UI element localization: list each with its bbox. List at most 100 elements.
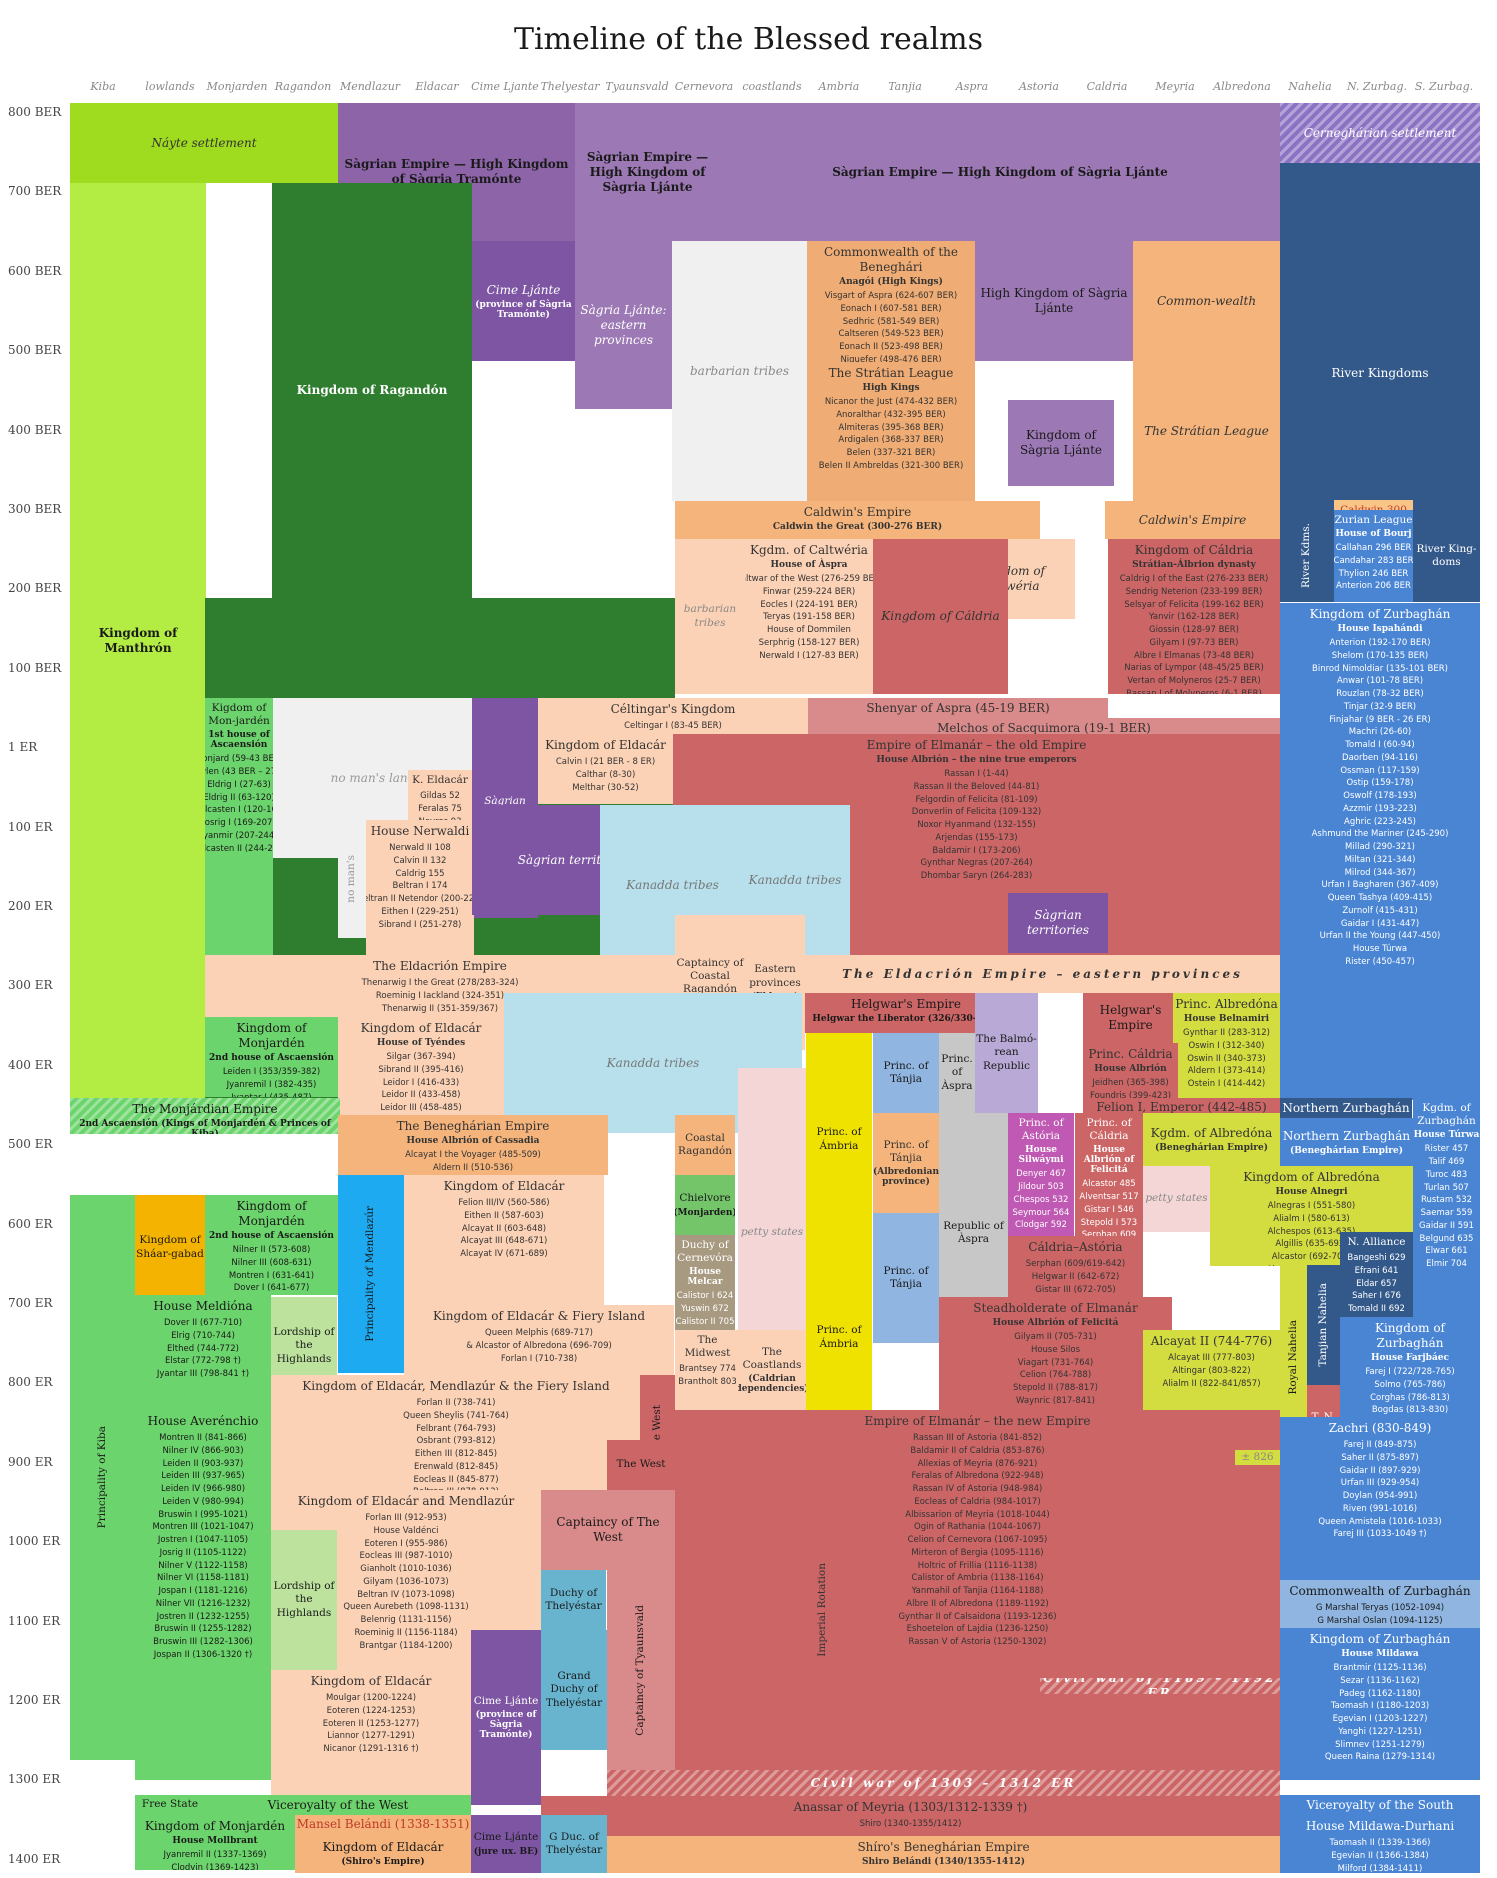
- year-label: 1 ER: [8, 740, 38, 755]
- realm-name: River King-doms: [1416, 542, 1477, 568]
- ruler-entry: Belen II Ambreldas (321-300 BER): [818, 460, 964, 471]
- realm-name: Sàgrian territories: [1026, 908, 1090, 937]
- ruler-entry: Eonach II (523-498 BER): [839, 342, 943, 352]
- ruler-entry: Turlan 507: [1424, 1182, 1469, 1193]
- realm-name: Náyte settlement: [151, 135, 257, 150]
- ruler-entry: Saher I 676: [1352, 1291, 1401, 1302]
- ruler-entry: Helgwar II (642-672): [1031, 1271, 1120, 1282]
- realm-name: N. Alliance: [1347, 1236, 1406, 1248]
- ruler-entry: Efrani 641: [1354, 1265, 1399, 1276]
- ruler-list: Brantmir (1125-1136)Sezar (1136-1162)Pad…: [1325, 1662, 1435, 1764]
- ruler-entry: Dover I (641-677): [233, 1283, 310, 1294]
- realm-dynasty: House Albrión of Felicitá: [992, 1318, 1119, 1328]
- ruler-entry: Nilner IV (866-903): [162, 1445, 244, 1456]
- realm-name: Northern Zurbaghán: [1282, 1100, 1410, 1115]
- ruler-entry: Caltseren (549-523 BER): [838, 329, 944, 340]
- ruler-entry: Gynthar II (283-312): [1183, 1028, 1270, 1038]
- ruler-entry: Bruswin III (1282-1306): [153, 1637, 253, 1647]
- ruler-entry: Allexias of Meyria (876-921): [917, 1458, 1038, 1469]
- realm-name: Princ. of Ámbria: [816, 1324, 862, 1350]
- ruler-entry: Bruswin I (995-1021): [158, 1509, 248, 1520]
- realm-nayte-settlement: Náyte settlement: [70, 103, 338, 183]
- realm-kingdom-of-shaar-gabad: Kingdom of Sháar-gabad: [135, 1195, 205, 1300]
- realm-g-duc-of-thelyestar: G Duc. of Thelyéstar: [541, 1815, 607, 1873]
- region-label: Caldria: [1086, 80, 1128, 93]
- region-label: Albredona: [1213, 80, 1271, 93]
- ruler-entry: Ostip (159-178): [1346, 778, 1414, 789]
- ruler-entry: Eocleas II (845-877): [413, 1474, 499, 1485]
- ruler-entry: Leidor III (458-485): [380, 1103, 462, 1113]
- ruler-entry: Eldrig II (63-120): [205, 792, 273, 803]
- ruler-entry: Thylion 246 BER: [1338, 568, 1409, 579]
- ruler-list: Calvin I (21 BER - 8 ER)Calthar (8-30)Me…: [556, 756, 655, 794]
- ruler-entry: Urfan I Bagharen (367-409): [1321, 880, 1439, 891]
- realm-name: Tanjian Nahelia: [1316, 1283, 1329, 1367]
- realm-name: Kingdom of Manthrón: [98, 625, 178, 655]
- ruler-entry: Rassan V of Astoria (1250-1302): [908, 1637, 1047, 1647]
- realm-name: barbarian tribes: [689, 363, 790, 378]
- ruler-entry: Sibrand I (251-278): [378, 919, 462, 930]
- ruler-entry: Zurnolf (415-431): [1342, 905, 1418, 916]
- realm-princ-of-aspra: Princ. of Àspra: [939, 1033, 975, 1113]
- ruler-entry: Albre II of Albredona (1189-1192): [906, 1598, 1049, 1609]
- realm-name: Lordship of the Highlands: [273, 1326, 335, 1365]
- realm-duchy-of-thelyestar: Duchy of Thelyéstar: [541, 1570, 606, 1630]
- realm-petty-states: petty states: [1143, 1166, 1210, 1232]
- realm-cime-ljante: Cime Ljánte(province of Sàgria Tramónte): [472, 241, 575, 361]
- ruler-entry: Dhombar Saryn (264-283): [920, 871, 1033, 881]
- realm-name: Chielvore: [679, 1192, 731, 1205]
- ruler-entry: Jostren I (1047-1105): [157, 1535, 249, 1545]
- ruler-entry: Miltan (321-344): [1344, 854, 1416, 865]
- ruler-entry: Denyer 467: [1016, 1169, 1066, 1180]
- realm-name: Captaincy of Tyaunsvald: [634, 1604, 647, 1736]
- realm-name: Captaincy of Coastal Ragandón: [676, 956, 744, 996]
- ruler-entry: Celtingar I (83-45 BER): [624, 721, 722, 731]
- ruler-list: Shiro (1340-1355/1412): [860, 1818, 962, 1831]
- realm-name: Melchos of Sacquimora (19-1 BER): [937, 720, 1151, 735]
- ruler-list: Alcayat I the Voyager (485-509)Aldern II…: [405, 1149, 541, 1175]
- realm-name: The Balmó-rean Republic: [976, 1033, 1037, 1072]
- realm-name: petty states: [740, 1226, 804, 1239]
- ruler-entry: & Alcastor of Albredona (696-709): [466, 1340, 612, 1351]
- realm-name: The West: [616, 1458, 666, 1471]
- ruler-entry: Visgart of Aspra (624-607 BER): [824, 291, 958, 301]
- realm-name: Princ. of Astória: [1018, 1117, 1064, 1143]
- ruler-entry: Jeidhen (365-398): [1092, 1078, 1169, 1088]
- region-label: coastlands: [742, 80, 802, 93]
- ruler-entry: Leiden I (353/359-382): [222, 1067, 321, 1077]
- ruler-entry: Brantgar (1184-1200): [359, 1640, 453, 1651]
- ruler-entry: Melthar (30-52): [572, 782, 639, 793]
- ruler-entry: Roeminig II (1156-1184): [354, 1627, 458, 1638]
- ruler-list: Moulgar (1200-1224)Eoteren (1224-1253)Eo…: [323, 1692, 419, 1756]
- realm-viceroyalty-of-the-south: Viceroyalty of the South: [1280, 1795, 1480, 1815]
- ruler-entry: Alnegras I (551-580): [1267, 1201, 1356, 1211]
- realm-name: Kingdom of Eldacár, Mendlazúr & the Fier…: [302, 1379, 610, 1393]
- ruler-entry: Gistar III (672-705): [1035, 1284, 1116, 1295]
- realm-kingdom-of-sagria-ljante: Kingdom of Sàgria Ljánte: [1008, 400, 1114, 486]
- ruler-entry: Monjard (59-43 BER): [205, 754, 273, 765]
- year-label: 700 ER: [8, 1296, 53, 1310]
- ruler-entry: Beltran II Netendor (200-229): [366, 894, 474, 904]
- realm-sagrian-territories: Sàgrian territories: [1008, 893, 1108, 953]
- ruler-entry: Beltran I 174: [392, 881, 448, 892]
- ruler-entry: Rassan I (1-44): [944, 769, 1009, 779]
- realm-captaincy-of-the-west: Captaincy of The West: [541, 1490, 675, 1570]
- ruler-entry: Caldrig 155: [395, 868, 445, 879]
- realm-sagrian-empire-high-kingdom-of-sagria-lj: Sàgrian Empire — High Kingdom of Sàgria …: [720, 103, 1280, 241]
- realm-coastal-ragandon: Coastal Ragandón: [675, 1115, 735, 1175]
- realm-free-state: Free State: [135, 1795, 205, 1815]
- ruler-entry: Baldwig 739: [676, 1329, 735, 1331]
- region-label: Aspra: [955, 80, 989, 93]
- realm-name: Helgwar's Empire: [850, 997, 961, 1011]
- realm-tanjian-nahelia: Tanjian Nahelia: [1307, 1265, 1340, 1385]
- ruler-entry: Clodvin (1369-1423): [171, 1862, 259, 1870]
- realm-name: Duchy of Thelyéstar: [545, 1586, 602, 1612]
- realm-barbarian-tribes: barbarian tribes: [672, 241, 807, 501]
- ruler-entry: Brantmir (1125-1136): [1333, 1663, 1427, 1673]
